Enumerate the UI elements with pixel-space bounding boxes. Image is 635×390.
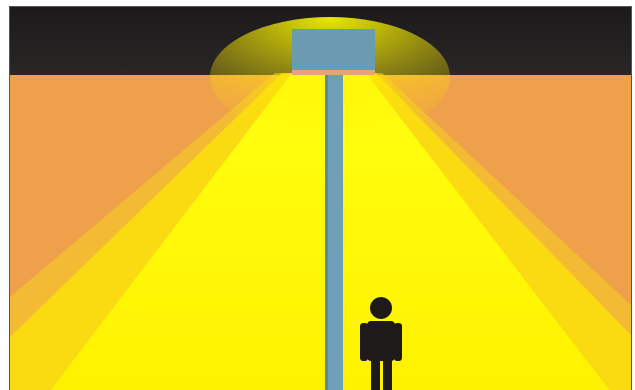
- street-lamp-icon: [292, 29, 375, 71]
- illustration-frame: [9, 6, 632, 390]
- lighting-scene: [10, 7, 632, 390]
- lamp-lens: [292, 70, 375, 75]
- lamp-pole-shade: [325, 75, 328, 390]
